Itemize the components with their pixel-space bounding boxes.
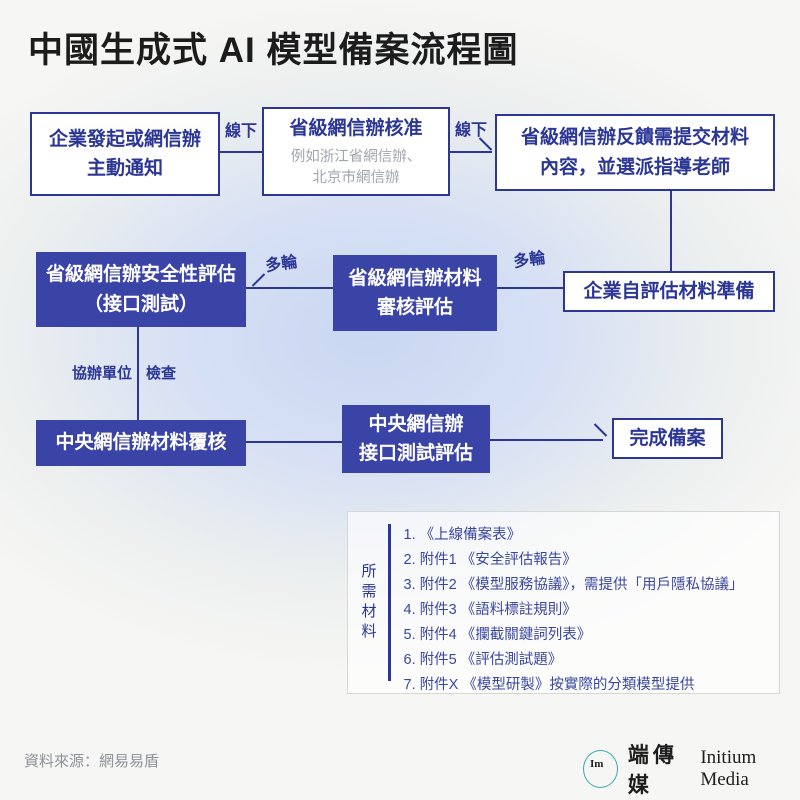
source-note: 資料來源：網易易盾 <box>24 753 160 770</box>
flow-box-security-eval-line1: 省級網信辦安全性評估 <box>45 264 236 286</box>
materials-side-label-wrap: 所需材料 <box>348 512 388 693</box>
materials-panel: 所需材料 1. 《上線備案表》 2. 附件1 《安全評估報告》 3. 附件2 《… <box>347 511 780 694</box>
materials-item: 1. 《上線備案表》 <box>403 527 522 543</box>
connector-centralreview-to-test <box>246 441 342 443</box>
flow-box-self-eval: 企業自評估材料準備 <box>563 271 775 312</box>
flow-box-self-eval-label: 企業自評估材料準備 <box>583 280 755 302</box>
materials-item: 7. 附件X 《模型研製》按實際的分類模型提供 <box>403 677 695 693</box>
connector-start-to-approve <box>220 151 262 153</box>
materials-item: 5. 附件4 《攔截關鍵詞列表》 <box>403 627 592 643</box>
connector-test-to-done <box>490 439 603 441</box>
flow-box-central-test: 中央網信辦 接口測試評估 <box>342 405 490 473</box>
publisher-logo: Im 端傳媒 Initium Media <box>583 739 800 799</box>
connector-review-to-security <box>246 287 333 289</box>
flow-box-done-label: 完成備案 <box>629 427 706 449</box>
connector-feedback-to-selfeval <box>670 191 672 272</box>
connector-selfeval-to-review <box>497 287 563 289</box>
flow-box-provincial-approve: 省級網信辦核准 例如浙江省網信辦、 北京市網信辦 <box>262 107 450 196</box>
flow-box-start: 企業發起或網信辦 主動通知 <box>30 112 220 196</box>
materials-item: 4. 附件3 《語料標註規則》 <box>403 602 577 618</box>
materials-side-label: 所需材料 <box>359 562 377 643</box>
materials-item: 3. 附件2 《模型服務協議》，需提供「用戶隱私協議」 <box>403 577 744 593</box>
edge-label-offline2: 線下 <box>454 122 487 139</box>
flow-box-security-eval: 省級網信辦安全性評估 （接口測試） <box>36 252 246 327</box>
flow-box-central-test-line2: 接口測試評估 <box>358 443 473 464</box>
materials-list: 1. 《上線備案表》 2. 附件1 《安全評估報告》 3. 附件2 《模型服務協… <box>391 512 754 693</box>
flow-box-start-line1: 企業發起或網信辦 <box>48 128 201 150</box>
edge-label-assist: 協辦單位 <box>71 365 132 382</box>
flow-box-provincial-approve-sub2: 北京市網信辦 <box>312 169 400 186</box>
publisher-name-zh: 端傳媒 <box>627 743 678 797</box>
flow-box-feedback-line2: 內容，並選派指導老師 <box>539 156 730 178</box>
publisher-name-en: Initium Media <box>700 747 757 790</box>
flow-box-material-review-line1: 省級網信辦材料 <box>348 267 482 289</box>
flow-box-material-review: 省級網信辦材料 審核評估 <box>333 255 497 331</box>
edge-label-offline1: 線下 <box>224 123 257 140</box>
flow-box-security-eval-line2: （接口測試） <box>83 293 198 315</box>
flow-box-provincial-approve-sub1: 例如浙江省網信辦、 <box>290 148 422 165</box>
initium-logo-icon: Im <box>583 750 618 788</box>
page-title: 中國生成式 AI 模型備案流程圖 <box>28 31 519 70</box>
flow-box-material-review-line2: 審核評估 <box>376 297 453 318</box>
flow-box-feedback-line1: 省級網信辦反饋需提交材料 <box>520 127 749 149</box>
materials-divider <box>388 524 391 681</box>
flow-box-central-review: 中央網信辦材料覆核 <box>36 420 246 466</box>
edge-label-check: 檢查 <box>146 365 177 382</box>
edge-label-rounds2: 多輪 <box>512 249 547 272</box>
flow-box-start-line2: 主動通知 <box>86 158 163 179</box>
flow-box-provincial-approve-title: 省級網信辦核准 <box>289 118 423 140</box>
materials-item: 6. 附件5 《評估測試題》 <box>403 652 563 668</box>
edge-label-rounds1: 多輪 <box>264 253 299 276</box>
flow-box-central-review-label: 中央網信辦材料覆核 <box>55 432 227 454</box>
materials-item: 2. 附件1 《安全評估報告》 <box>403 552 577 568</box>
arrowhead-to-done-icon <box>593 423 608 437</box>
connector-security-to-central <box>137 327 139 420</box>
flow-box-done: 完成備案 <box>612 418 723 459</box>
initium-logo-mark: Im <box>590 758 604 770</box>
flow-box-feedback: 省級網信辦反饋需提交材料 內容，並選派指導老師 <box>495 114 775 191</box>
connector-approve-to-feedback <box>450 151 492 153</box>
flow-box-central-test-line1: 中央網信辦 <box>368 413 464 435</box>
